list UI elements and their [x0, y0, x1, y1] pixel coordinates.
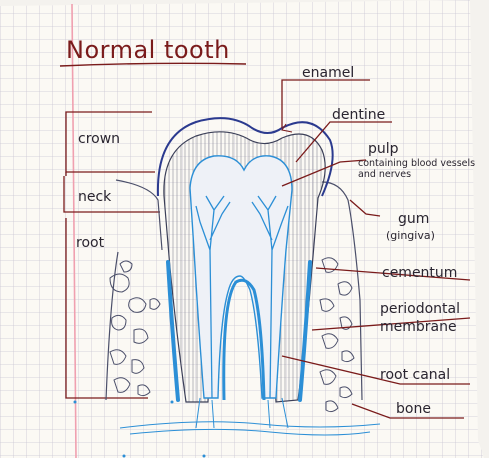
- label-neck: neck: [78, 190, 111, 204]
- label-cementum: cementum: [382, 266, 457, 280]
- label-root: root: [76, 236, 104, 250]
- page-title: Normal tooth: [66, 38, 230, 62]
- label-crown: crown: [78, 132, 120, 146]
- label-dentine: dentine: [332, 108, 385, 122]
- label-membrane: membrane: [380, 320, 457, 334]
- label-gum: gum: [398, 212, 429, 226]
- label-pulp-note: containing blood vessels and nerves: [358, 158, 480, 180]
- label-bone: bone: [396, 402, 431, 416]
- label-gingiva: (gingiva): [386, 230, 435, 241]
- label-enamel: enamel: [302, 66, 354, 80]
- label-root-canal: root canal: [380, 368, 450, 382]
- label-periodontal: periodontal: [380, 302, 460, 316]
- label-pulp: pulp: [368, 142, 399, 156]
